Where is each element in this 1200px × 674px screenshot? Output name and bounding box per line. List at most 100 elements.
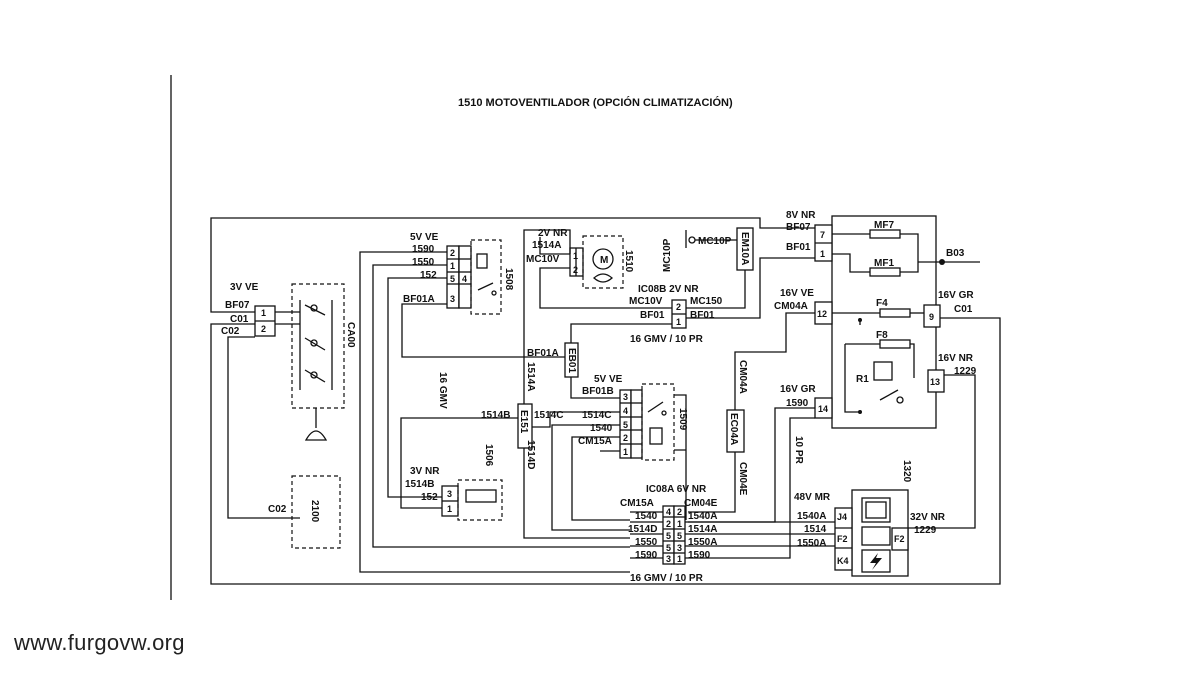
connector-48vmr bbox=[834, 507, 853, 571]
pin-1320-1: 1 bbox=[820, 249, 825, 259]
key-icon bbox=[304, 430, 328, 441]
wire-152 bbox=[387, 277, 447, 498]
label-16gmv: 16 GMV bbox=[437, 372, 448, 409]
relay-1509-coil bbox=[649, 427, 663, 445]
component-2100: 2100 bbox=[309, 500, 320, 523]
pin-ic08a-2: 2 bbox=[677, 507, 682, 517]
label-mf7: MF7 bbox=[874, 220, 894, 231]
label-1540-b: 1540 bbox=[635, 511, 658, 522]
label-1514b: 1514B bbox=[481, 410, 510, 421]
pin-1508-1: 1 bbox=[450, 261, 455, 271]
label-1550a-b: 1550A bbox=[797, 538, 826, 549]
pin-ic08a-1: 1 bbox=[677, 554, 682, 564]
label-cm15a-b: CM15A bbox=[620, 498, 654, 509]
wire-bf01-a bbox=[570, 323, 672, 343]
label-1514c-b: 1514C bbox=[534, 410, 563, 421]
ca00-switch-body bbox=[291, 283, 345, 409]
label-bf01-c: BF01 bbox=[786, 242, 811, 253]
wire-1229 bbox=[908, 374, 976, 529]
wire-bf01-b bbox=[686, 257, 815, 319]
label-1540a: 1540A bbox=[688, 511, 717, 522]
pin-ic08a-3: 3 bbox=[677, 543, 682, 553]
pin-1508-2: 2 bbox=[450, 248, 455, 258]
label-bf01: BF01 bbox=[640, 310, 665, 321]
fuse-f4 bbox=[879, 308, 911, 318]
label-1514b-b: 1514B bbox=[405, 479, 434, 490]
resistor-icon bbox=[465, 489, 497, 503]
label-bf01b: BF01B bbox=[582, 386, 614, 397]
label-ec04a: EC04A bbox=[728, 413, 739, 445]
component-2100-box bbox=[291, 475, 341, 549]
label-1540a-b: 1540A bbox=[797, 511, 826, 522]
label-c01: C01 bbox=[230, 314, 249, 325]
label-10pr: 10 PR bbox=[793, 436, 804, 465]
label-48vmr: 48V MR bbox=[794, 492, 831, 503]
component-1506: 1506 bbox=[483, 444, 494, 467]
wire-mc150 bbox=[686, 270, 746, 309]
label-ic08b: IC08B 2V NR bbox=[638, 284, 699, 295]
label-c02: C02 bbox=[221, 326, 240, 337]
pin-mc10v-2: 2 bbox=[676, 302, 681, 312]
label-16vnr: 16V NR bbox=[938, 353, 974, 364]
fuse-box-1320 bbox=[831, 215, 937, 429]
label-c02-b: C02 bbox=[268, 504, 287, 515]
relay-1509-body bbox=[641, 383, 675, 461]
label-mc150: MC150 bbox=[690, 296, 723, 307]
label-1514d: 1514D bbox=[628, 524, 657, 535]
label-1229-b: 1229 bbox=[914, 525, 937, 536]
label-1590-b: 1590 bbox=[786, 398, 809, 409]
pin-1506-1: 1 bbox=[447, 504, 452, 514]
pin-ic08a-5: 5 bbox=[666, 531, 671, 541]
label-5vve-b: 5V VE bbox=[594, 374, 623, 385]
wire-1590 bbox=[359, 251, 630, 573]
label-152-b: 152 bbox=[421, 492, 438, 503]
pin-f2-b: F2 bbox=[894, 534, 905, 544]
diagram-title: 1510 MOTOVENTILADOR (OPCIÓN CLIMATIZACIÓ… bbox=[458, 96, 733, 109]
pin-1508-4: 4 bbox=[462, 274, 467, 284]
wire-c01 bbox=[210, 317, 1001, 585]
component-1320: 1320 bbox=[901, 460, 912, 483]
label-1550a: 1550A bbox=[688, 537, 717, 548]
label-1590-c: 1590 bbox=[635, 550, 658, 561]
wire-bf01b bbox=[570, 377, 620, 399]
fan-icon bbox=[593, 273, 613, 283]
pin-ca-1: 1 bbox=[261, 308, 266, 318]
relay-1508-coil bbox=[476, 253, 488, 269]
wire-cm04a bbox=[734, 312, 815, 410]
label-mf1: MF1 bbox=[874, 258, 894, 269]
pin-ic08a-4: 4 bbox=[666, 507, 671, 517]
label-1514a-b: 1514A bbox=[688, 524, 717, 535]
wire-1514b bbox=[400, 417, 518, 509]
label-32vnr: 32V NR bbox=[910, 512, 946, 523]
pin-1320-9: 9 bbox=[929, 312, 934, 322]
pin-mc10v-1: 1 bbox=[676, 317, 681, 327]
label-bf07-b: BF07 bbox=[786, 222, 811, 233]
label-cm15a: CM15A bbox=[578, 436, 612, 447]
pin-1509-1: 1 bbox=[623, 447, 628, 457]
label-16vgr: 16V GR bbox=[938, 290, 974, 301]
fan-speed-icon bbox=[861, 526, 891, 546]
pin-ic08a-5b: 5 bbox=[677, 531, 682, 541]
label-1550: 1550 bbox=[412, 257, 435, 268]
pin-ic08a-3b: 3 bbox=[666, 554, 671, 564]
label-5vve: 5V VE bbox=[410, 232, 439, 243]
connector-ic08a-right bbox=[673, 505, 686, 565]
pin-j4: J4 bbox=[837, 512, 847, 522]
connector-1320-13 bbox=[927, 369, 945, 393]
label-1229: 1229 bbox=[954, 366, 977, 377]
label-r1: R1 bbox=[856, 374, 869, 385]
pin-1508-5: 5 bbox=[450, 274, 455, 284]
label-1514d-v: 1514D bbox=[525, 440, 536, 469]
label-cm04a-v: CM04A bbox=[737, 360, 748, 394]
pin-1509-2: 2 bbox=[623, 433, 628, 443]
motor-1510-body bbox=[582, 235, 624, 289]
resistor-1506-body bbox=[457, 479, 503, 521]
label-eb01: EB01 bbox=[566, 348, 577, 373]
wire-1514c bbox=[528, 411, 630, 531]
fuse-f8 bbox=[879, 339, 911, 349]
watermark: www.furgovw.org bbox=[14, 630, 185, 655]
label-f4: F4 bbox=[876, 298, 888, 309]
pin-ic08a-1b: 1 bbox=[677, 519, 682, 529]
